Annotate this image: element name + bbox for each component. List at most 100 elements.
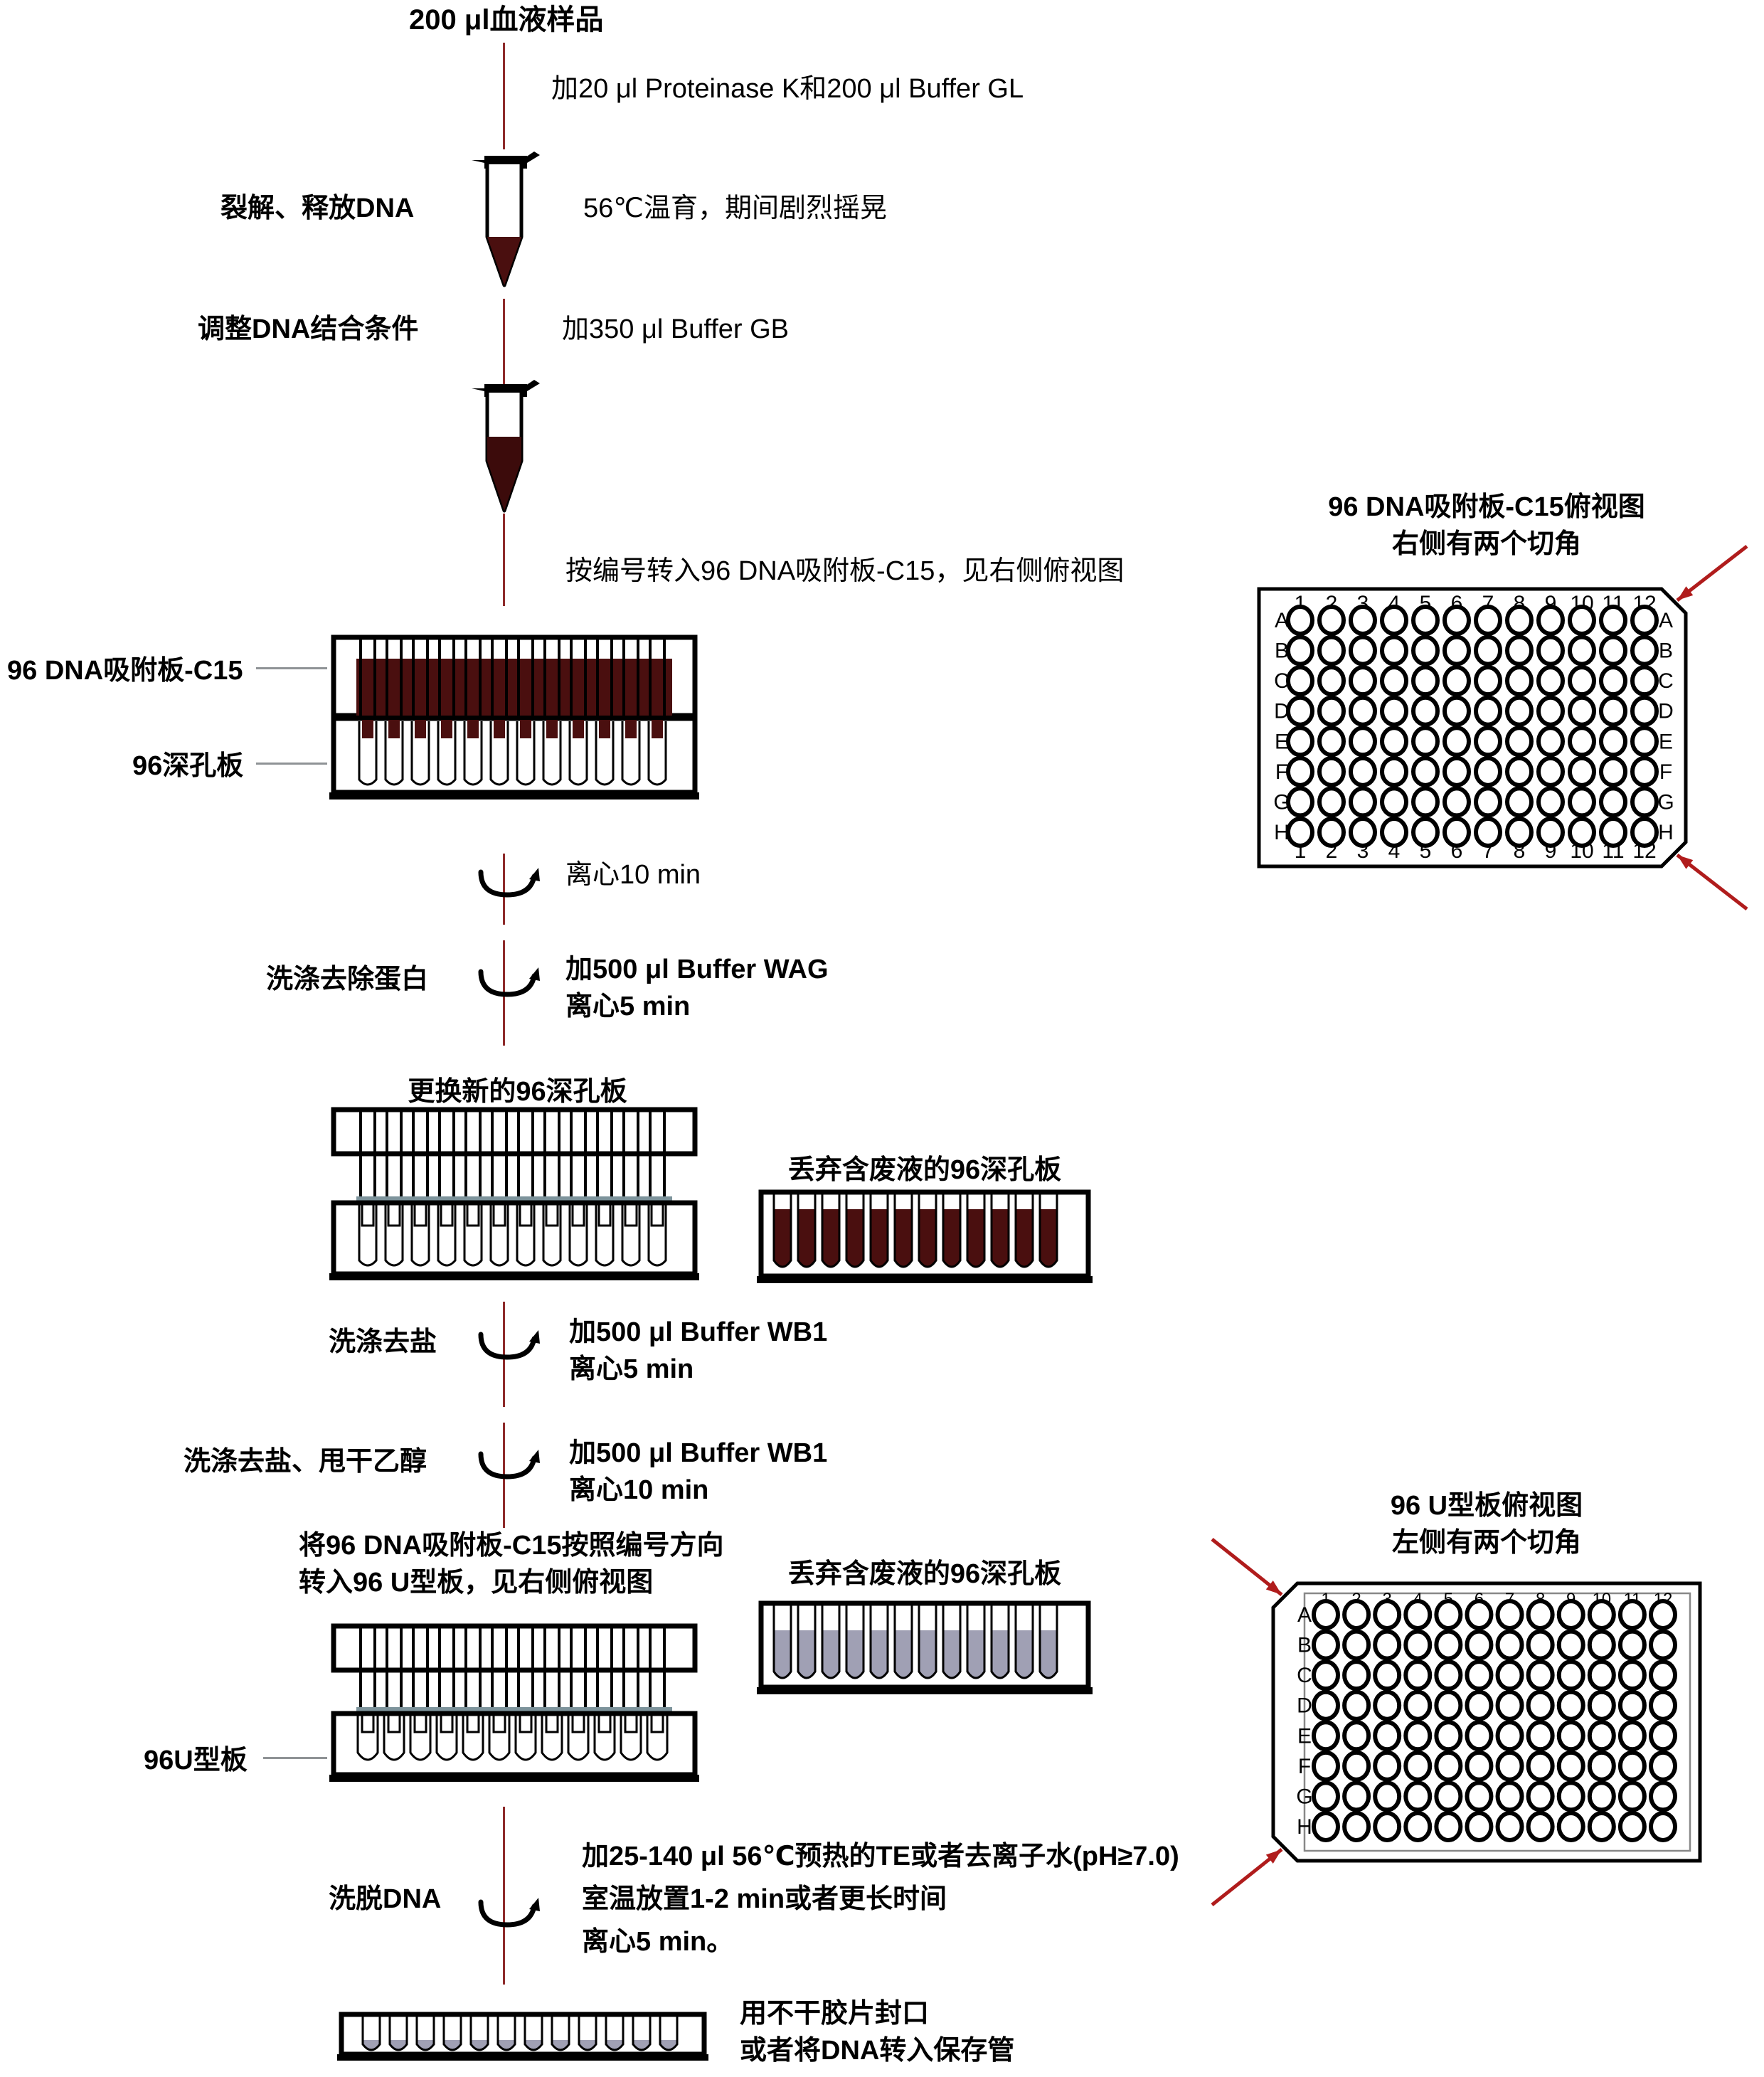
plate-well bbox=[1380, 755, 1408, 787]
plate-well bbox=[1587, 1811, 1616, 1842]
step-bind-right-text: 加350 μl Buffer GB bbox=[562, 314, 790, 344]
plate-well bbox=[1568, 726, 1596, 758]
cut-corner-arrow-icon bbox=[1676, 545, 1748, 602]
plate-well bbox=[1536, 665, 1565, 697]
plate-well bbox=[1442, 817, 1471, 848]
step-wash-salt2-right-line1: 加500 μl Buffer WB1 bbox=[569, 1438, 828, 1468]
plate-well bbox=[1403, 1811, 1433, 1842]
plate-well bbox=[1568, 755, 1596, 787]
plate-row-label: B bbox=[1659, 639, 1673, 663]
plate-well bbox=[1411, 786, 1440, 818]
plate-well bbox=[1526, 1750, 1555, 1782]
plate-row-label: G bbox=[1296, 1785, 1312, 1808]
plate-row-label: H bbox=[1658, 821, 1674, 844]
plate-well bbox=[1526, 1689, 1555, 1721]
plate-row-label: E bbox=[1297, 1724, 1312, 1748]
seal-note-line2: 或者将DNA转入保存管 bbox=[740, 2036, 1015, 2066]
plate-well bbox=[1434, 1720, 1463, 1752]
plate-well bbox=[1286, 634, 1314, 666]
plate-well bbox=[1568, 665, 1596, 697]
plate-row-label: B bbox=[1297, 1634, 1312, 1657]
step-wash-salt1-left-label: 洗涤去盐 bbox=[329, 1327, 437, 1357]
plate-well bbox=[1442, 786, 1471, 818]
plate-well bbox=[1380, 605, 1408, 636]
plate-well bbox=[1649, 1599, 1677, 1630]
plate-well bbox=[1649, 1629, 1677, 1661]
sample-title: 200 μl血液样品 bbox=[409, 4, 604, 36]
plate-well bbox=[1599, 634, 1627, 666]
plate-well bbox=[1380, 695, 1408, 727]
plate-well bbox=[1317, 634, 1346, 666]
plate-well bbox=[1434, 1689, 1463, 1721]
final-u-plate bbox=[334, 2012, 718, 2068]
plate-c15-title-line1: 96 DNA吸附板-C15俯视图 bbox=[1328, 492, 1645, 522]
label-waste-deep-plate-2: 丢弃含废液的96深孔板 bbox=[787, 1559, 1062, 1589]
plate-well bbox=[1568, 634, 1596, 666]
plate-well bbox=[1342, 1750, 1371, 1782]
plate-well bbox=[1526, 1780, 1555, 1812]
plate-well bbox=[1617, 1780, 1647, 1812]
plate-well bbox=[1556, 1659, 1585, 1691]
plate-well bbox=[1342, 1659, 1371, 1691]
plate-well bbox=[1411, 726, 1440, 758]
plate-well bbox=[1465, 1629, 1494, 1661]
plate-well bbox=[1373, 1689, 1402, 1721]
plate-well bbox=[1434, 1599, 1463, 1630]
plate-well bbox=[1474, 786, 1502, 818]
plate-well bbox=[1617, 1629, 1647, 1661]
plate-well bbox=[1630, 695, 1659, 727]
plate-well bbox=[1434, 1629, 1463, 1661]
plate-well bbox=[1342, 1599, 1371, 1630]
plate-well bbox=[1474, 817, 1502, 848]
plate-well bbox=[1312, 1720, 1340, 1752]
plate-well bbox=[1442, 726, 1471, 758]
cut-corner-arrow-icon bbox=[1676, 854, 1748, 910]
plate-c15-title-line2: 右侧有两个切角 bbox=[1391, 529, 1581, 559]
plate-well bbox=[1536, 695, 1565, 727]
plate-well bbox=[1630, 605, 1659, 636]
plate-well bbox=[1465, 1780, 1494, 1812]
plate-well bbox=[1505, 665, 1534, 697]
plate-row-label: D bbox=[1297, 1694, 1312, 1718]
plate-well bbox=[1434, 1780, 1463, 1812]
plate-well bbox=[1495, 1659, 1524, 1691]
plate-well bbox=[1349, 726, 1377, 758]
plate-well bbox=[1349, 786, 1377, 818]
plate-well bbox=[1587, 1689, 1616, 1721]
plate-well bbox=[1465, 1689, 1494, 1721]
step-bind-left-label: 调整DNA结合条件 bbox=[198, 314, 419, 344]
flow-spine-1 bbox=[503, 43, 505, 149]
plate-well bbox=[1434, 1811, 1463, 1842]
plate-well bbox=[1568, 695, 1596, 727]
plate-row-label: F bbox=[1298, 1755, 1311, 1778]
plate-well bbox=[1403, 1629, 1433, 1661]
plate-well bbox=[1599, 786, 1627, 818]
plate-row-label: C bbox=[1274, 669, 1290, 693]
plate-well bbox=[1465, 1750, 1494, 1782]
plate-well bbox=[1505, 755, 1534, 787]
plate-well bbox=[1505, 786, 1534, 818]
plate-well bbox=[1526, 1599, 1555, 1630]
transfer-note-line2: 转入96 U型板，见右侧俯视图 bbox=[299, 1568, 654, 1598]
plate-well bbox=[1526, 1629, 1555, 1661]
plate-well bbox=[1442, 605, 1471, 636]
plate-well bbox=[1526, 1659, 1555, 1691]
plate-well bbox=[1349, 817, 1377, 848]
plate-well bbox=[1380, 665, 1408, 697]
plate-u-title-line2: 左侧有两个切角 bbox=[1391, 1528, 1581, 1558]
plate-well bbox=[1536, 786, 1565, 818]
plate-row-label: H bbox=[1274, 821, 1290, 844]
leader-line-deep-plate bbox=[256, 763, 327, 765]
plate-u-title-line1: 96 U型板俯视图 bbox=[1390, 1491, 1583, 1521]
plate-well bbox=[1617, 1689, 1647, 1721]
plate-well bbox=[1617, 1750, 1647, 1782]
plate-well bbox=[1349, 605, 1377, 636]
plate-well bbox=[1556, 1720, 1585, 1752]
plate-well bbox=[1536, 634, 1565, 666]
plate-well bbox=[1556, 1811, 1585, 1842]
plate-well bbox=[1411, 755, 1440, 787]
flow-spine-4 bbox=[503, 854, 505, 925]
step-wash-salt1-right-line2: 离心5 min bbox=[569, 1354, 694, 1384]
plate-u-top-view: 123456789101112ABCDEFGH bbox=[1211, 1538, 1750, 1911]
plate-well bbox=[1373, 1750, 1402, 1782]
